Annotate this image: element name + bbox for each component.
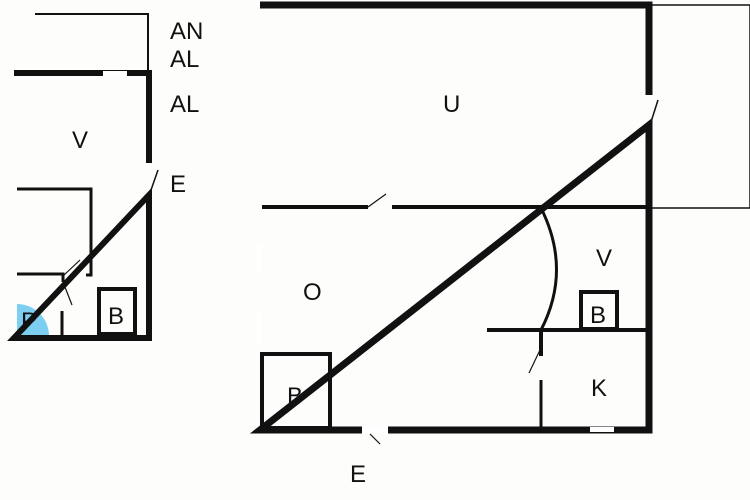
label-v: V: [72, 127, 88, 154]
door-swing: [369, 433, 381, 445]
door-swing: [367, 193, 387, 208]
door-swing: [62, 281, 73, 306]
label-an: AN: [170, 18, 203, 45]
label-p: P: [21, 308, 37, 335]
right-building: [249, 1, 750, 445]
label-k: K: [591, 375, 607, 402]
window: [256, 245, 262, 273]
inner-wall: [17, 187, 93, 277]
b-box: [97, 287, 137, 336]
label-o: O: [303, 279, 322, 306]
door-swing: [150, 169, 159, 191]
b-box: [579, 290, 619, 331]
label-b: B: [590, 302, 606, 329]
arc-wall: [539, 207, 558, 331]
label-b: B: [287, 383, 303, 410]
inner-wall: [17, 272, 65, 282]
left-outer-wall: [7, 70, 152, 341]
door-swing: [62, 259, 81, 277]
b-box: [260, 352, 332, 430]
label-v: V: [596, 245, 612, 272]
label-u: U: [443, 91, 460, 118]
window: [256, 313, 262, 343]
label-al-top: AL: [170, 46, 199, 73]
annex-outline: [35, 13, 149, 70]
label-e: E: [170, 171, 186, 198]
labels: AN AL AL E V P B U O V B K B E: [21, 18, 612, 488]
door-gap: [362, 426, 388, 434]
left-building: [7, 13, 159, 341]
right-outer-wall: [249, 1, 653, 434]
label-al: AL: [170, 91, 199, 118]
label-e: E: [350, 461, 366, 488]
extension-outline: [652, 4, 750, 209]
door-swing: [650, 99, 659, 123]
label-b: B: [108, 303, 124, 330]
window: [590, 427, 614, 432]
window: [103, 71, 127, 76]
door-swing: [528, 349, 541, 374]
